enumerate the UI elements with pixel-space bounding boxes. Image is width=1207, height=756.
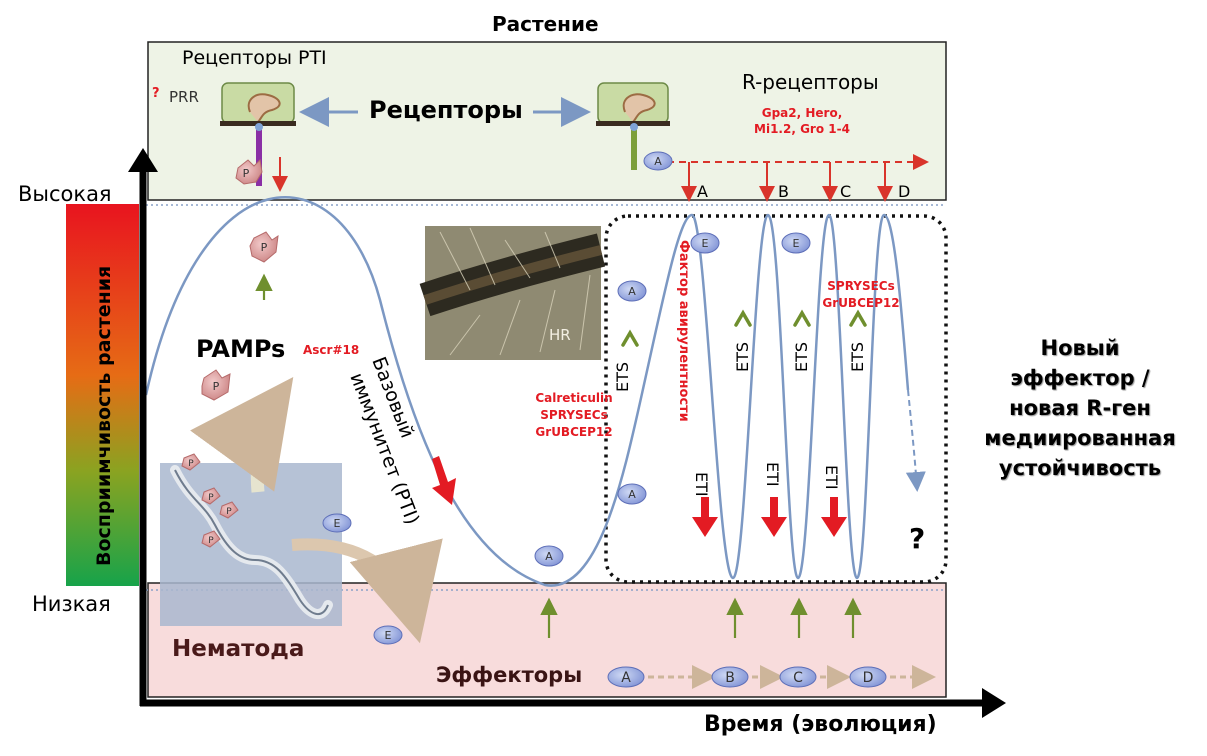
prr-question: ?: [152, 86, 160, 101]
effector-blob-label-8: A: [654, 155, 662, 168]
question-mark: ?: [909, 522, 926, 555]
right-note-line-4: медиированная: [984, 426, 1176, 450]
effectors-label: Эффекторы: [436, 663, 583, 687]
effector-blob-label-6: E: [702, 237, 709, 250]
ets-label-4: ETS: [848, 342, 867, 372]
effector-blob-label-2: E: [385, 629, 392, 642]
pamp-blob-label-5: P: [208, 493, 214, 503]
effector-blob-label-7: E: [793, 237, 800, 250]
eti-region-box: [604, 214, 948, 584]
effector-blob-label-3: A: [545, 550, 553, 563]
r-genes-line-1: Gpa2, Hero,: [761, 106, 843, 120]
pamp-blob-label-7: P: [208, 536, 214, 546]
avr-factor-label: Фактор авирулентности: [676, 240, 691, 422]
ascr-label: Ascr#18: [303, 343, 360, 357]
ets-label-1: ETS: [613, 362, 632, 392]
ets-chevron-1: [621, 329, 639, 347]
effector-release-arrow: [291, 538, 443, 644]
calreticulin-line-3: GrUBCEP12: [535, 425, 613, 439]
r-receptors-label: R-рецепторы: [742, 70, 879, 94]
eti-thick-red-arrow-1: [692, 497, 718, 537]
r-receptor-icon: [596, 82, 670, 170]
effector-blobs: [322, 151, 887, 688]
stage-b: B: [778, 182, 789, 201]
pti-receptor-icon: [220, 82, 296, 186]
effector-blob-label-1: E: [334, 517, 341, 530]
right-note-line-5: устойчивость: [998, 456, 1162, 480]
spry-line-1: SPRYSECs: [827, 279, 895, 293]
axis-low-label: Низкая: [32, 592, 111, 616]
plant-title: Растение: [492, 12, 599, 36]
stage-a: A: [697, 182, 708, 201]
spry-line-2: GrUBCEP12: [822, 296, 900, 310]
pti-thick-red-arrow: [432, 456, 456, 505]
eti-label-3: ETI: [822, 465, 841, 490]
prr-label: PRR: [169, 88, 199, 106]
pamp-blob-label-6: P: [226, 507, 232, 517]
pamp-blob-label-3: P: [213, 380, 220, 393]
susceptibility-curve: [144, 196, 910, 587]
right-note-line-3: новая R-ген: [1009, 396, 1151, 420]
pamps-release-arrow: [190, 376, 294, 493]
r-genes-line-2: Mi1.2, Gro 1-4: [754, 122, 850, 136]
nematode-label: Нематода: [172, 636, 305, 662]
right-note: Новый эффектор / новая R-ген медиированн…: [960, 333, 1200, 483]
chain-blob-label-b: B: [725, 670, 735, 686]
pamps-label: PAMPs: [196, 335, 286, 363]
ets-label-3: ETS: [792, 342, 811, 372]
stage-c: C: [840, 182, 852, 201]
chain-blob-label-d: D: [863, 670, 874, 686]
pamp-blob-label-2: P: [261, 241, 268, 254]
pamp-blobs: [181, 158, 279, 548]
pamp-blob-label-1: P: [243, 167, 250, 180]
pti-receptors-label: Рецепторы PTI: [182, 47, 327, 69]
x-axis-label: Время (эволюция): [704, 712, 937, 737]
eti-label-2: ETI: [763, 462, 782, 487]
right-note-line-2: эффектор /: [1010, 366, 1150, 390]
y-axis-label: Восприимчивость растения: [93, 266, 115, 566]
ets-chevron-2: [734, 309, 752, 327]
calreticulin-line-2: SPRYSECs: [540, 408, 608, 422]
calreticulin-line-1: Calreticulin: [535, 391, 613, 405]
ets-chevron-4: [849, 309, 867, 327]
susceptibility-gradient-bar: [66, 204, 139, 586]
ets-label-2: ETS: [733, 342, 752, 372]
eti-label-1: ETI: [692, 472, 711, 497]
hr-label: HR: [549, 326, 571, 344]
ets-chevron-3: [793, 309, 811, 327]
curve-continuation: [905, 389, 926, 492]
chain-blob-label-c: C: [793, 670, 803, 686]
axis-high-label: Высокая: [18, 182, 112, 206]
pamp-blob-label-4: P: [188, 459, 194, 469]
receptors-label: Рецепторы: [369, 96, 523, 124]
right-note-line-1: Новый: [1040, 336, 1120, 360]
effector-blob-label-5: A: [628, 488, 636, 501]
eti-thick-red-arrow-2: [761, 497, 787, 537]
chain-blob-label-a: A: [621, 670, 631, 686]
stage-d: D: [898, 182, 911, 201]
eti-thick-red-arrow-3: [821, 497, 847, 537]
effector-blob-label-4: A: [628, 285, 636, 298]
